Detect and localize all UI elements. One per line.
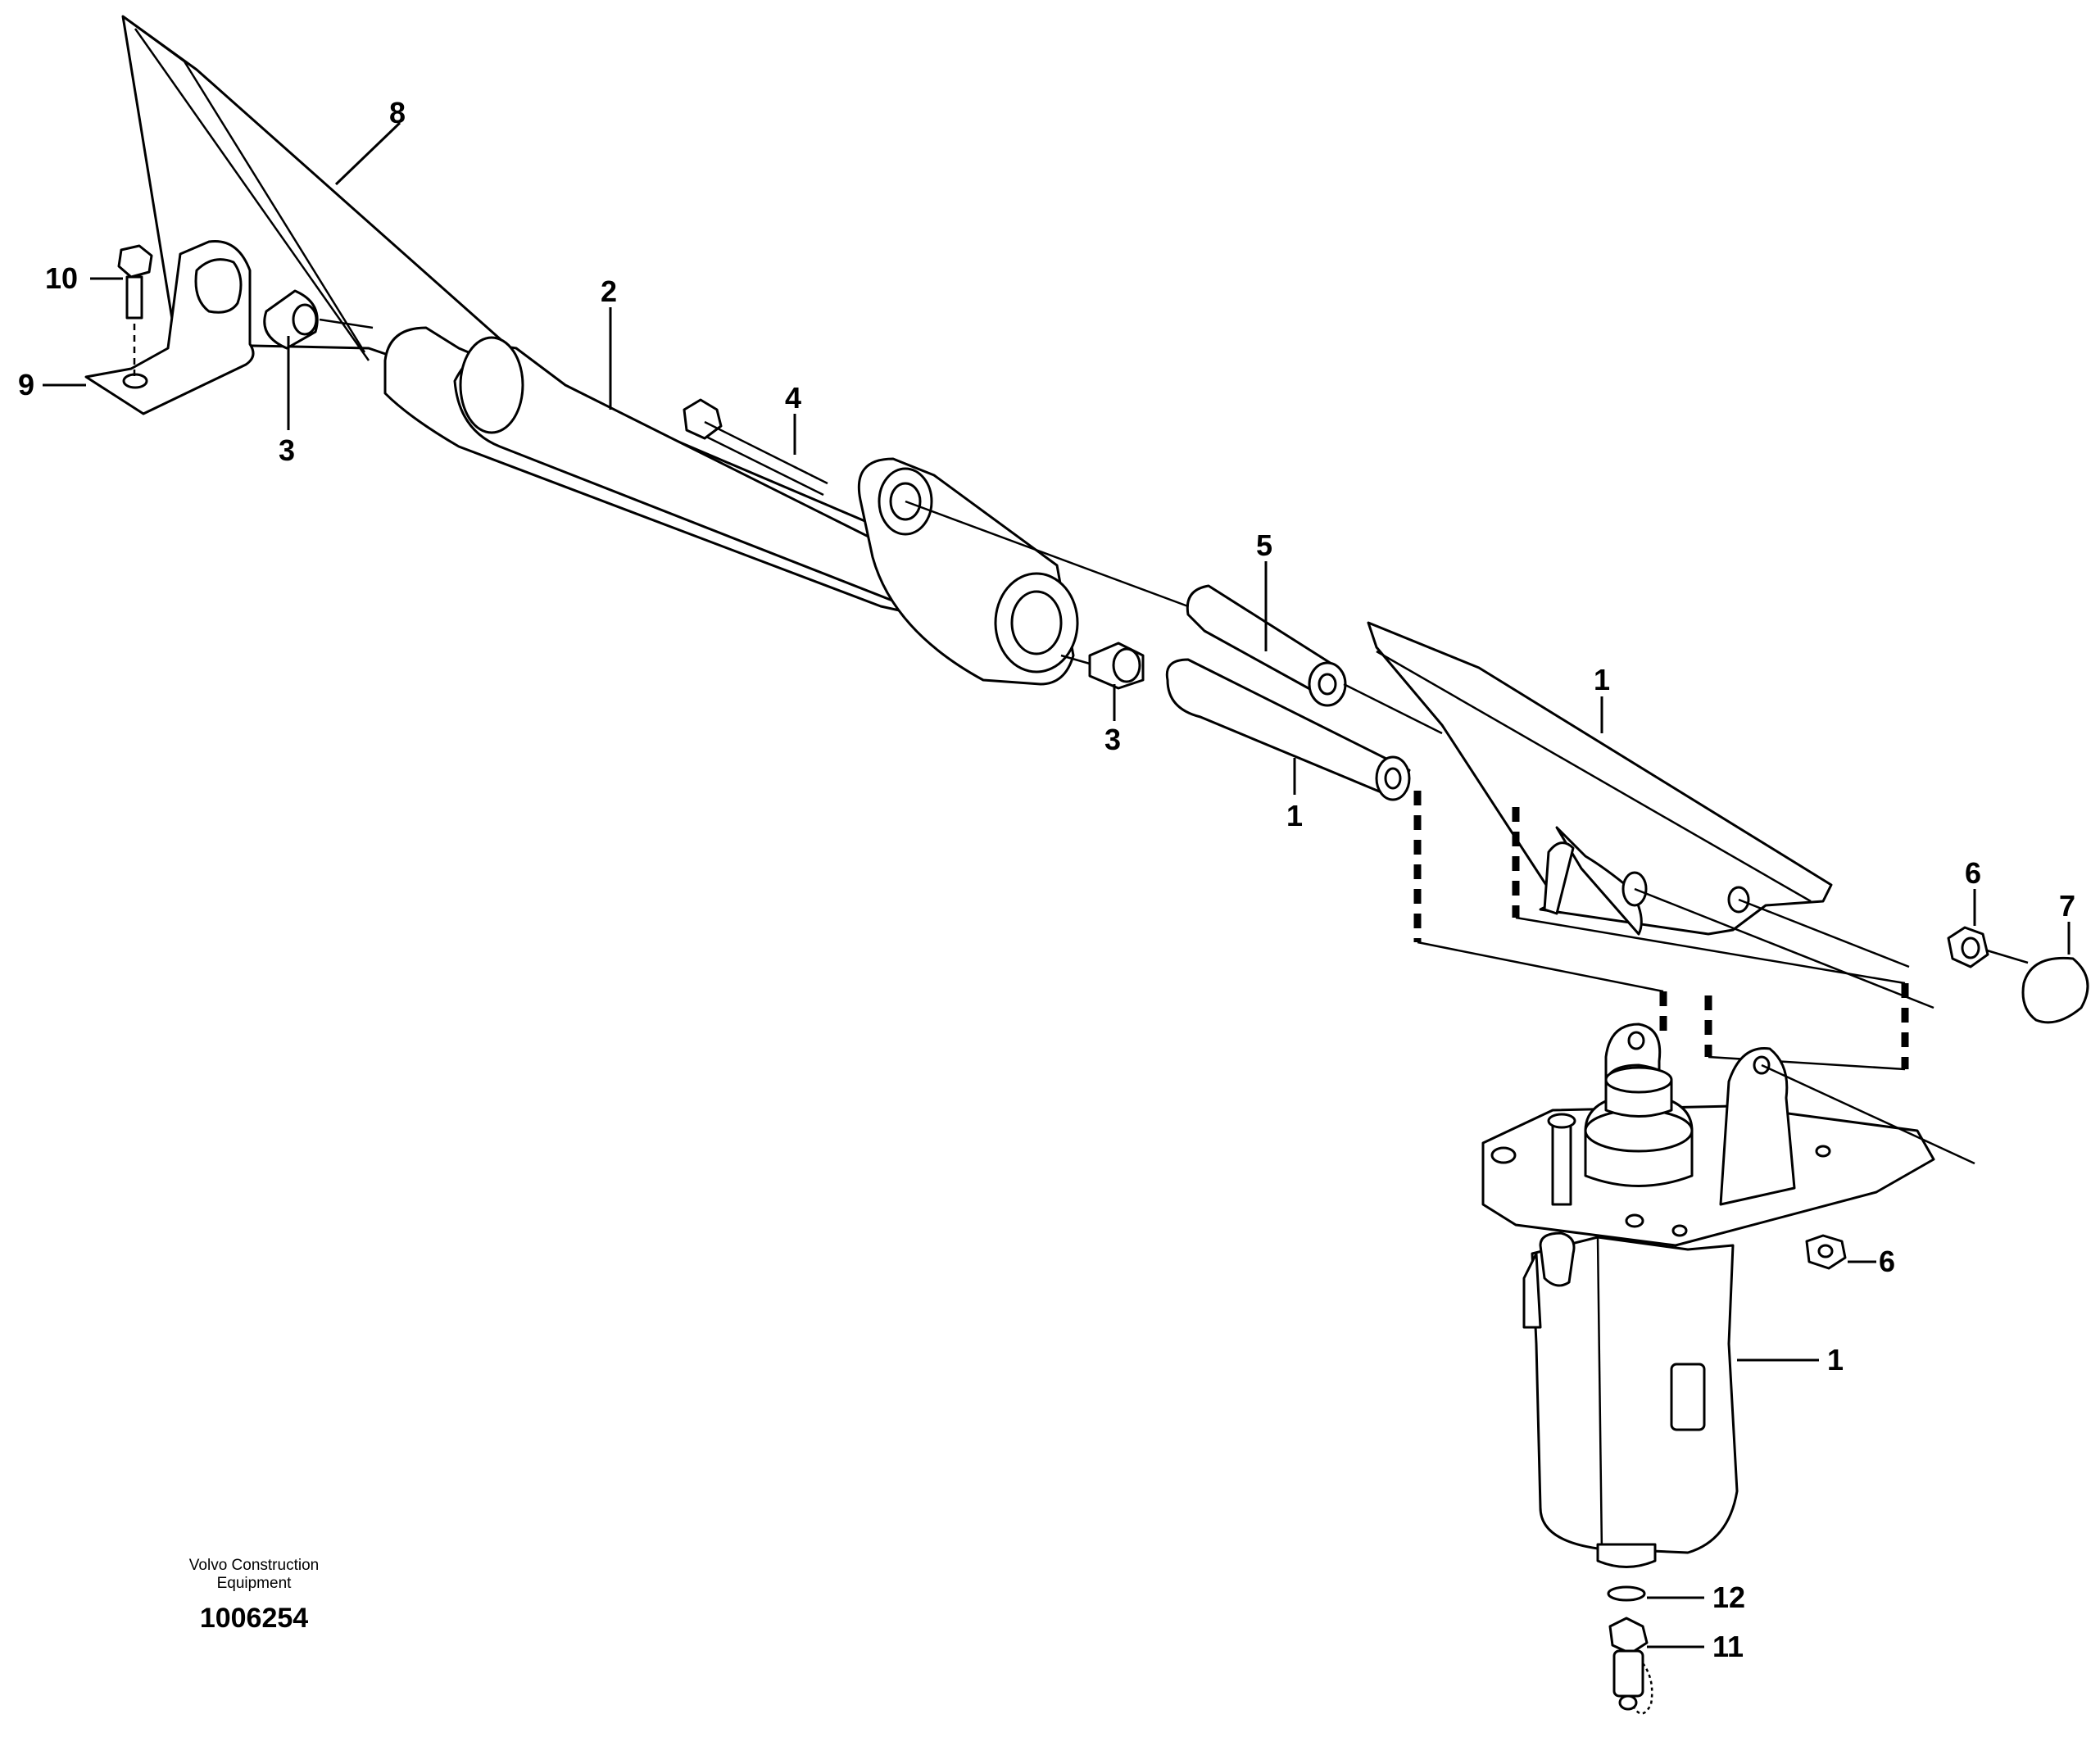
part-1-pin: [1165, 658, 1411, 801]
callout-3-middle: 3: [1104, 723, 1121, 756]
drawing-number: 1006254: [199, 1603, 309, 1634]
part-12-o-ring: [1607, 1585, 1646, 1602]
part-6-nut-upper: [1947, 926, 2029, 968]
part-9-bracket: [84, 239, 255, 415]
callout-12: 12: [1712, 1580, 1745, 1614]
part-1-pedal: [1367, 621, 1934, 1009]
callout-8: 8: [389, 96, 406, 129]
part-10-bolt: [117, 244, 153, 377]
callout-6-lower: 6: [1879, 1245, 1895, 1278]
brand-line-1: Volvo Construction: [188, 1557, 320, 1574]
part-5-pin: [1186, 584, 1443, 735]
callout-2: 2: [601, 274, 617, 308]
callout-10: 10: [45, 261, 78, 295]
callout-5: 5: [1256, 528, 1272, 562]
part-7-cap: [2021, 956, 2089, 1024]
callout-1-pin: 1: [1286, 799, 1303, 832]
callout-9: 9: [18, 368, 34, 401]
part-3-bushing-left: [263, 289, 374, 350]
part-6-nut-lower: [1805, 1234, 1847, 1270]
callout-labels: 8 10 9 3 2 4 5 3 1 1 6 7 6 1 12 11: [18, 96, 2075, 1663]
part-3-bushing-middle: [1060, 642, 1145, 690]
brand-name: Volvo Construction Equipment: [156, 1557, 352, 1593]
callout-1-valve: 1: [1827, 1343, 1844, 1376]
callout-3-left: 3: [279, 433, 295, 467]
part-4-bolt: [683, 398, 1189, 608]
callout-6-upper: 6: [1965, 856, 1981, 890]
leader-lines: [43, 121, 2071, 1648]
brand-line-2: Equipment: [216, 1575, 292, 1592]
callout-1-pedal: 1: [1594, 663, 1610, 696]
part-2-shaft: [383, 326, 1079, 686]
callout-4: 4: [785, 381, 801, 415]
assembly-dashed-lines: [1413, 791, 1909, 1071]
callout-11: 11: [1712, 1630, 1744, 1663]
part-11-test-nipple: [1608, 1617, 1653, 1715]
part-1-brake-valve: [1481, 1023, 1975, 1568]
callout-7: 7: [2059, 889, 2075, 923]
